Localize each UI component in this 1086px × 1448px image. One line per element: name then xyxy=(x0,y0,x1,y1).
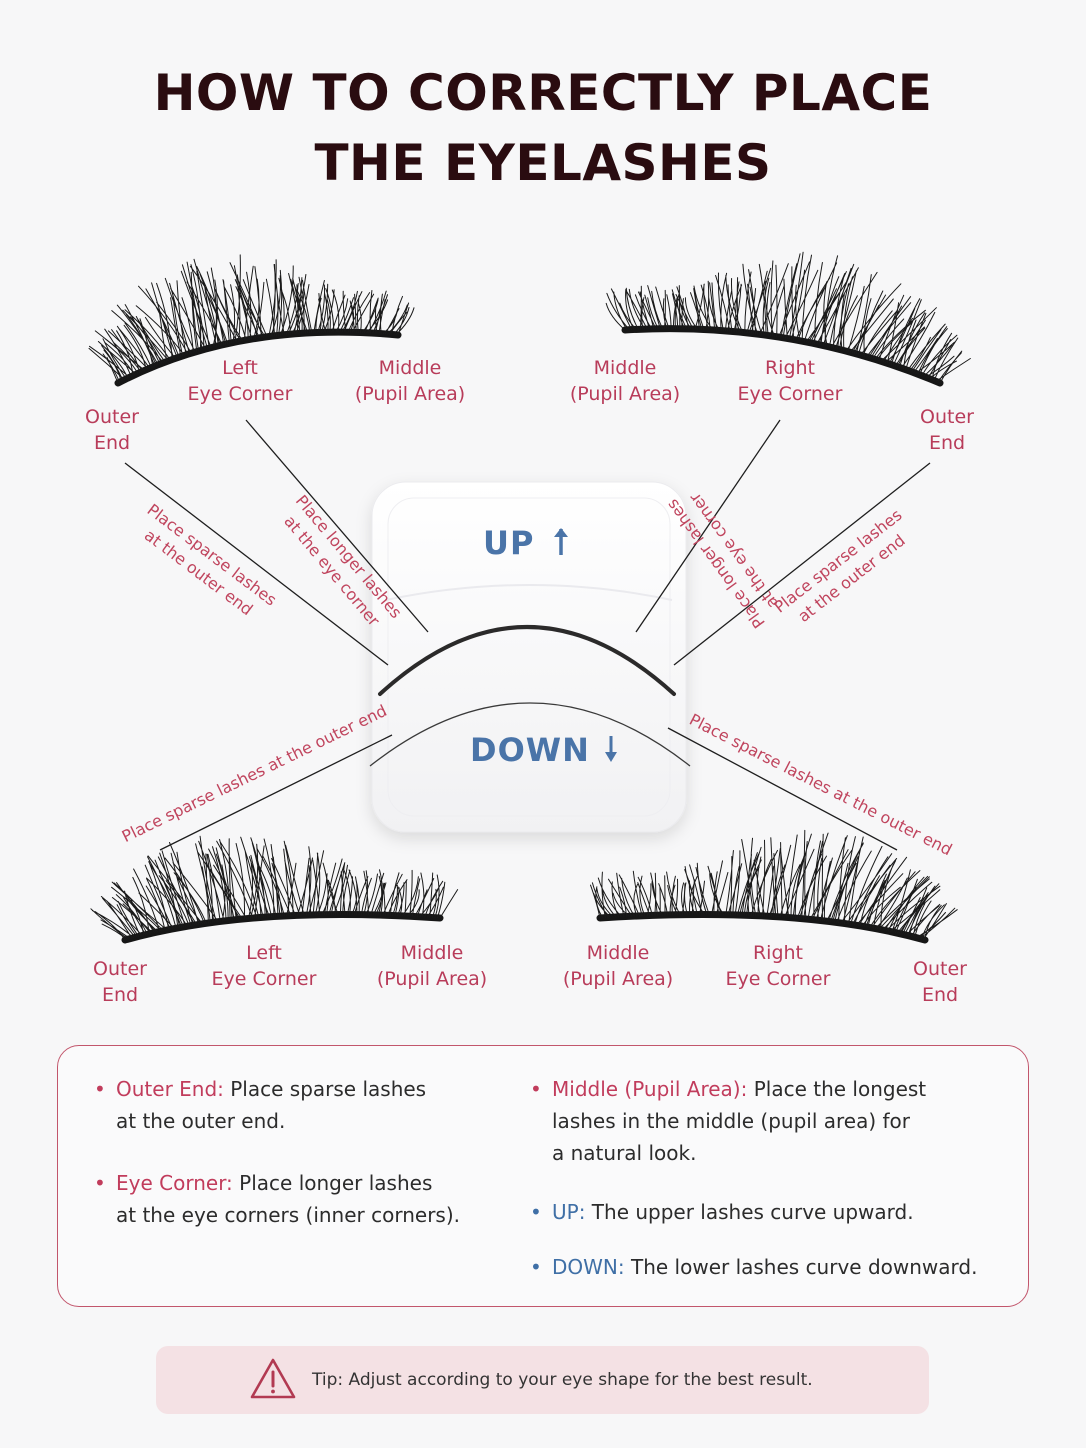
arrow-down-icon xyxy=(604,736,617,762)
lash-strip-upper-right xyxy=(605,251,971,387)
bullet: • xyxy=(530,1255,542,1279)
legend-item-middle: • Middle (Pupil Area): Place the longest… xyxy=(530,1073,1012,1169)
lash-strip-lower-right xyxy=(590,829,958,944)
pointer-lines xyxy=(124,419,931,851)
label-middle-lower-right: Middle(Pupil Area) xyxy=(562,942,674,990)
page-title-line1: HOW TO CORRECTLY PLACE xyxy=(153,64,933,122)
upper-lash-band-curve xyxy=(378,625,676,696)
lower-lash-band-curve xyxy=(369,702,691,767)
label-middle-upper-right: Middle(Pupil Area) xyxy=(569,357,681,405)
direction-down: DOWN xyxy=(470,734,620,766)
warning-icon xyxy=(250,1358,296,1399)
legend-box: • Outer End: Place sparse lashes at the … xyxy=(57,1045,1029,1307)
label-middle-upper-left: Middle(Pupil Area) xyxy=(354,357,466,405)
lash-tray xyxy=(369,481,691,833)
lash-strip-lower-left xyxy=(90,835,459,944)
legend-item-up: • UP: The upper lashes curve upward. xyxy=(530,1196,1012,1228)
label-middle-lower-left: Middle(Pupil Area) xyxy=(376,942,488,990)
legend-item-down: • DOWN: The lower lashes curve downward. xyxy=(530,1251,1012,1283)
bullet: • xyxy=(94,1077,106,1101)
diagram-canvas xyxy=(88,251,971,944)
bullet: • xyxy=(530,1200,542,1224)
arrow-up-icon xyxy=(553,528,568,555)
direction-up: UP xyxy=(483,525,571,559)
legend-item-eye-corner: • Eye Corner: Place longer lashes at the… xyxy=(94,1167,516,1231)
tip-text: Tip: Adjust according to your eye shape … xyxy=(312,1370,813,1390)
lash-strip-upper-left xyxy=(88,254,415,387)
legend-item-outer-end: • Outer End: Place sparse lashes at the … xyxy=(94,1073,496,1137)
bullet: • xyxy=(530,1077,542,1101)
page-title-line2: THE EYELASHES xyxy=(314,134,772,192)
tip-banner: Tip: Adjust according to your eye shape … xyxy=(156,1346,929,1414)
bullet: • xyxy=(94,1171,106,1195)
